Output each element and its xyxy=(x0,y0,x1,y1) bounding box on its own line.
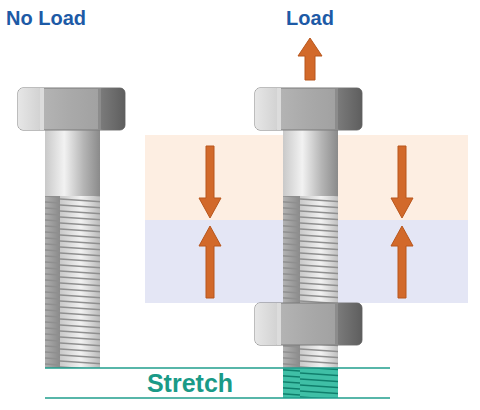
load-arrow xyxy=(298,38,322,80)
clamp-arrows xyxy=(199,146,413,298)
state-label: No Load xyxy=(6,8,86,28)
unloaded-bolt xyxy=(18,88,125,368)
stretch-label: Stretch xyxy=(147,371,233,396)
loaded-bolt xyxy=(255,88,362,398)
state-label: Load xyxy=(286,8,334,28)
stretch-line xyxy=(45,397,390,399)
stretch-line xyxy=(45,367,390,369)
